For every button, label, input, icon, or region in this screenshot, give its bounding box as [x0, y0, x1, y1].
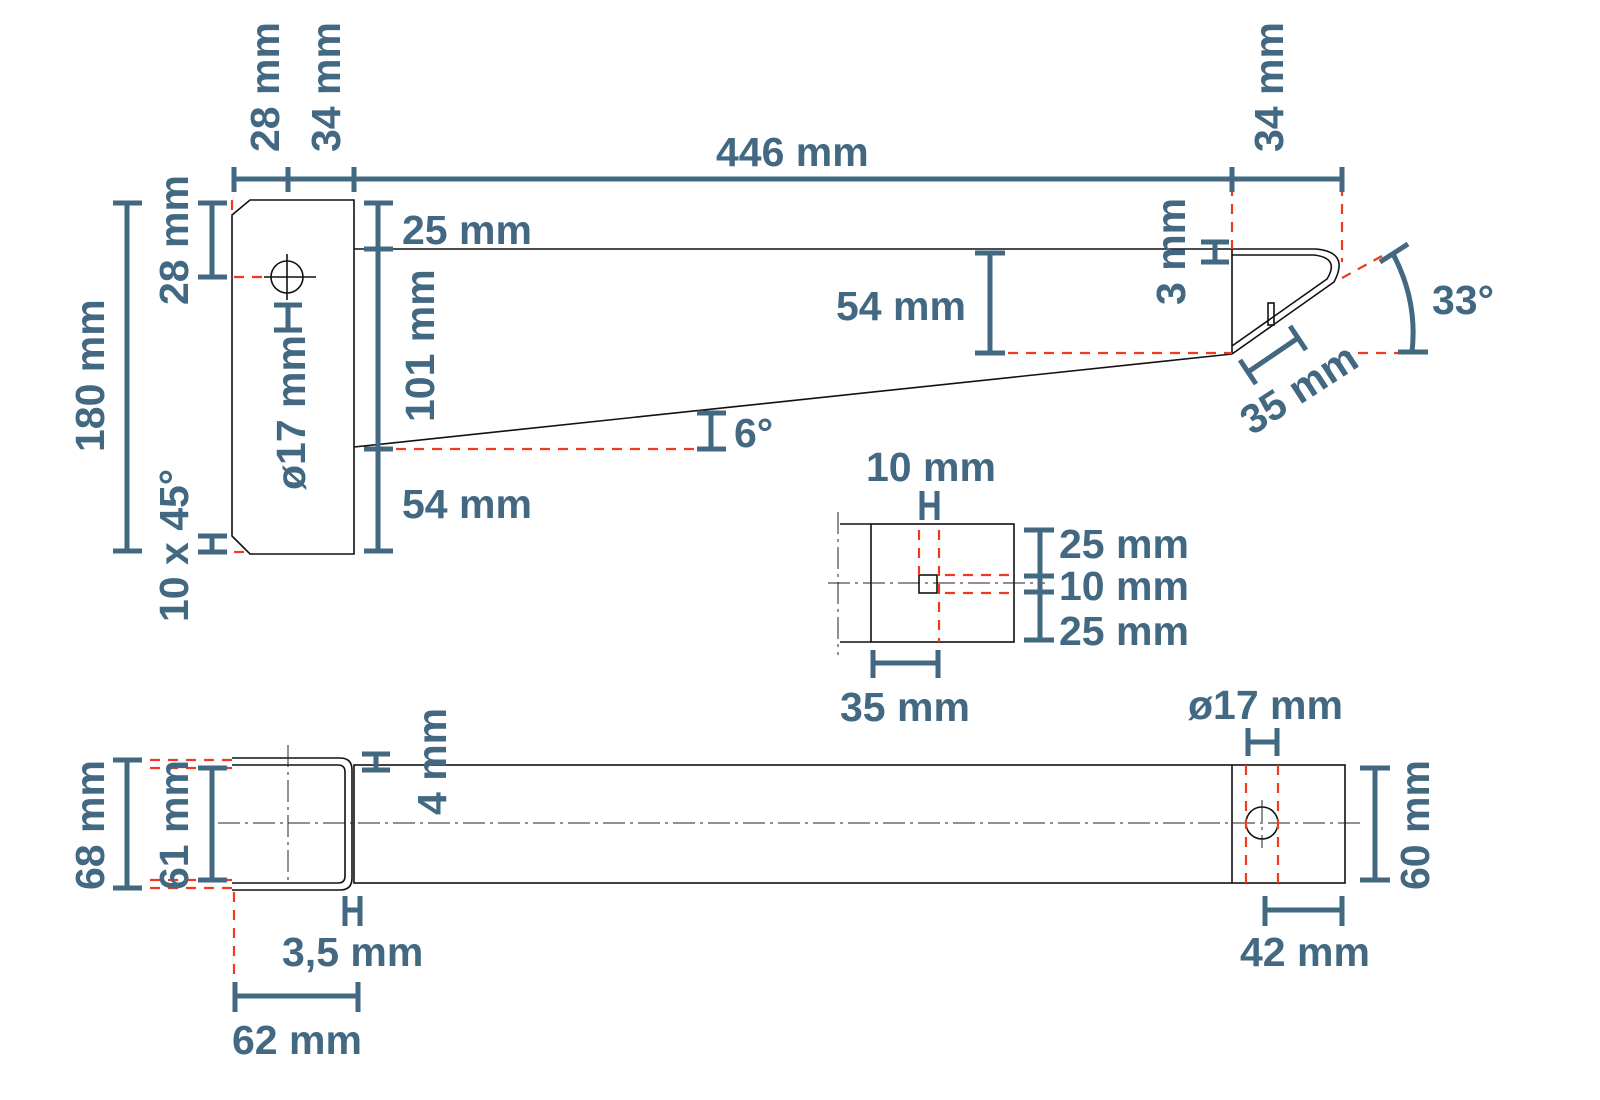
dim-slot-35: 35 mm — [840, 684, 970, 730]
dim-hole-diameter: ø17 mm — [268, 335, 314, 490]
dim-hook-35: 35 mm — [1232, 334, 1366, 443]
dim-chamfer: 10 x 45° — [151, 469, 197, 622]
dim-slot-25-top: 25 mm — [1059, 521, 1189, 567]
dim-angle-33: 33° — [1432, 277, 1494, 323]
dim-bottom-60: 60 mm — [1392, 760, 1438, 890]
top-view-outline — [113, 728, 1390, 1012]
dim-top-446: 446 mm — [716, 129, 869, 175]
dim-top-28: 28 mm — [242, 22, 288, 152]
dim-bottom-3-5: 3,5 mm — [282, 929, 423, 975]
dimension-lines-top — [113, 167, 1428, 555]
dim-bottom-4: 4 mm — [409, 708, 455, 815]
dim-slot-10-width: 10 mm — [866, 444, 996, 490]
dim-bottom-hole: ø17 mm — [1188, 682, 1343, 728]
u-channel — [232, 757, 353, 891]
mounting-plate — [231, 199, 355, 555]
dim-arm-54-mid: 54 mm — [836, 283, 966, 329]
dim-left-180: 180 mm — [67, 299, 113, 452]
dim-arm-54-low: 54 mm — [402, 481, 532, 527]
dim-left-28: 28 mm — [151, 175, 197, 305]
dim-angle-6: 6° — [734, 410, 773, 456]
dim-top-34-right: 34 mm — [1246, 22, 1292, 152]
dim-bottom-61: 61 mm — [151, 760, 197, 890]
dim-top-34-left: 34 mm — [303, 22, 349, 152]
dim-thickness-3: 3 mm — [1148, 198, 1194, 305]
stop-tab — [1267, 302, 1275, 326]
dim-bottom-68: 68 mm — [67, 760, 113, 890]
slot-detail-view — [828, 491, 1054, 678]
slot — [918, 574, 938, 594]
dim-slot-10: 10 mm — [1059, 563, 1189, 609]
bracket-arm — [354, 248, 1340, 355]
dim-bottom-62: 62 mm — [232, 1017, 362, 1063]
hidden-lines-top — [230, 186, 1398, 554]
dim-slot-25-bottom: 25 mm — [1059, 608, 1189, 654]
side-view-outline — [231, 199, 1340, 555]
dimension-labels: 28 mm 34 mm 446 mm 34 mm 180 mm 28 mm 10… — [67, 22, 1494, 1063]
dim-bottom-42: 42 mm — [1240, 929, 1370, 975]
dim-arm-25: 25 mm — [402, 207, 532, 253]
dim-arm-101: 101 mm — [397, 269, 443, 422]
